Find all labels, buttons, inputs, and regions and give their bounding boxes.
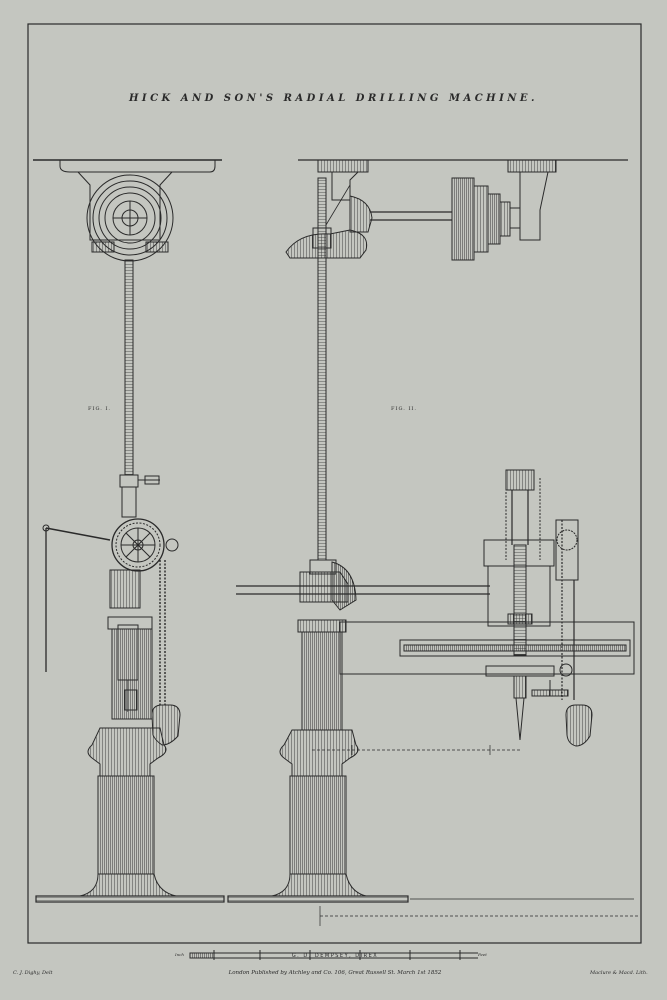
scale-right-label: Feet (478, 952, 487, 957)
fig2-machine (227, 159, 640, 926)
figure-2-label: FIG. II. (391, 406, 417, 412)
scale-left-label: Inch (175, 952, 184, 957)
publisher-line: London Published by Atchley and Co. 106,… (228, 970, 442, 976)
plate-title: HICK AND SON'S RADIAL DRILLING MACHINE. (128, 93, 539, 104)
fig1-machine (33, 159, 225, 903)
lithographer-credit: Maclure & Macd. Lith. (590, 970, 648, 976)
fig2-cone-pulley (451, 177, 475, 261)
scale-bar (189, 950, 478, 960)
figure-1-label: FIG. I. (88, 406, 112, 412)
plate-border (27, 23, 642, 944)
engraver-credit: G. D. DEMPSEY, DIREX (291, 953, 379, 959)
delineator-credit: C. J. Dighy, Delt (13, 970, 53, 976)
fig2-counterweight (565, 704, 593, 747)
